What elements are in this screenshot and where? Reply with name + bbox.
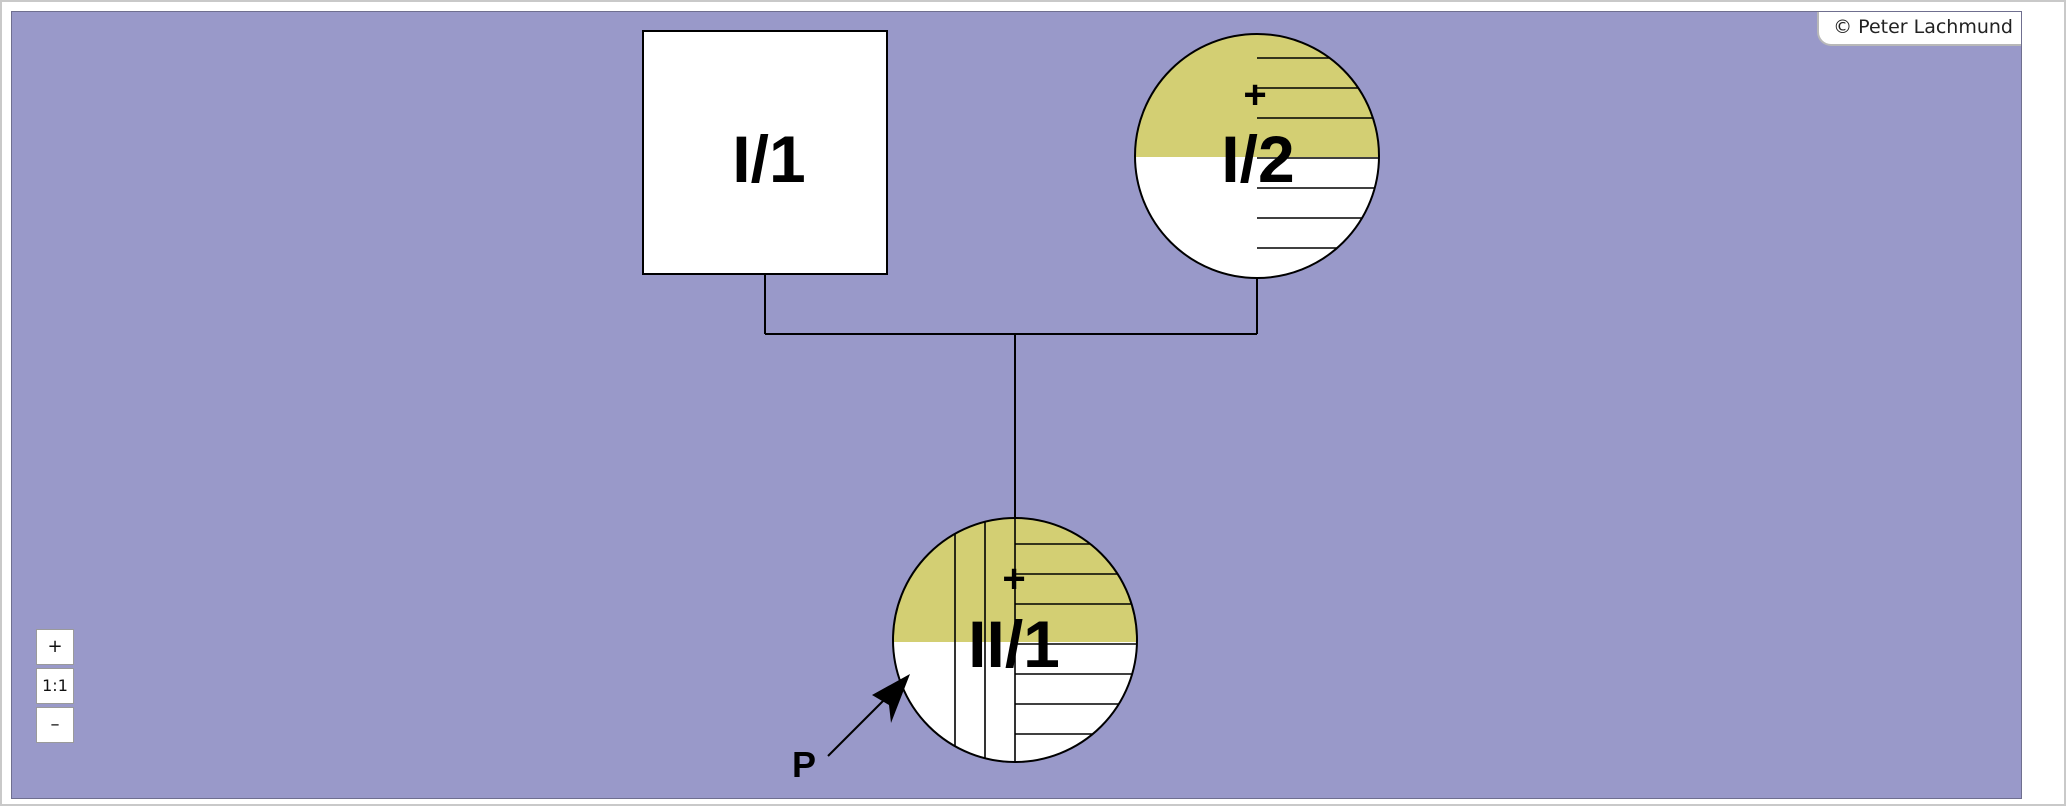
arrow-shaft — [827, 699, 885, 757]
vertical-hatching — [954, 518, 986, 762]
proband-label: P — [792, 744, 816, 785]
arrow-head-icon — [872, 674, 910, 723]
deceased-mark: + — [1243, 73, 1266, 117]
pedigree-canvas[interactable]: I/1 + — [11, 11, 2022, 799]
zoom-reset-button[interactable]: 1:1 — [36, 668, 74, 704]
mating-line — [764, 274, 1258, 518]
pedigree-diagram: I/1 + — [642, 30, 1392, 785]
individual-i1[interactable]: I/1 — [642, 30, 888, 275]
copyright-label: © Peter Lachmund — [1817, 12, 2021, 46]
individual-i2[interactable]: + I/2 — [1132, 31, 1392, 282]
individual-label: I/1 — [732, 122, 805, 196]
zoom-in-button[interactable]: + — [36, 629, 74, 665]
deceased-mark: + — [1002, 557, 1025, 601]
individual-label: II/1 — [968, 607, 1060, 681]
individual-ii1[interactable]: + II/1 — [890, 512, 1152, 772]
zoom-out-button[interactable]: – — [36, 707, 74, 743]
male-square-symbol — [642, 30, 888, 275]
proband-arrow — [827, 674, 910, 757]
female-circle-symbol — [892, 517, 1138, 763]
individual-label: I/2 — [1221, 122, 1294, 196]
female-circle-symbol — [1134, 33, 1380, 279]
